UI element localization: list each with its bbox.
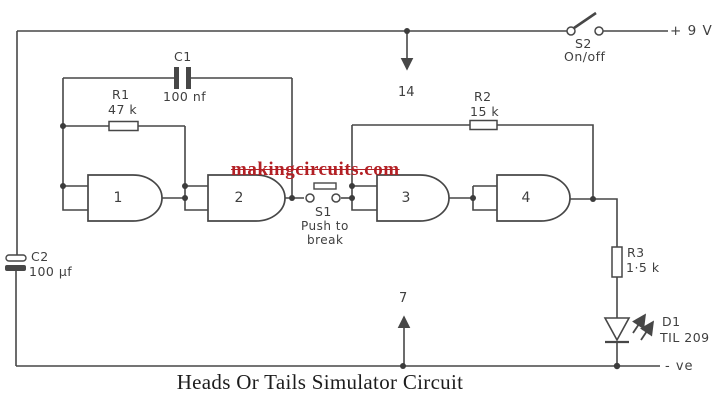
wires	[15, 30, 668, 367]
pin7-label: 7	[399, 291, 408, 306]
c2-plate-negative	[5, 265, 26, 271]
junction-dot	[289, 195, 295, 201]
c1-ref-label: C1	[174, 49, 192, 64]
r1-value-label: 47 k	[108, 102, 138, 117]
s2-ref-label: S2	[575, 36, 592, 51]
r3-ref-label: R3	[627, 245, 645, 260]
c2-plate-positive	[5, 254, 27, 262]
wire-gate4-input-rail	[472, 186, 497, 211]
c1-value-label: 100 nf	[163, 89, 207, 104]
c1-plate-right	[186, 67, 191, 89]
s1-contact-right	[331, 193, 341, 203]
positive-rail-label: + 9 V	[670, 23, 713, 39]
gate2-body	[207, 174, 286, 222]
wire-r2-right	[497, 124, 594, 199]
wire-gate1-input-rail	[62, 78, 88, 211]
r1-ref-label: R1	[112, 87, 130, 102]
led-d1	[603, 313, 654, 344]
gate1-body	[87, 174, 163, 222]
junction-dot	[590, 196, 596, 202]
junction-dot	[349, 183, 355, 189]
r2-ref-label: R2	[474, 89, 492, 104]
gate4-number: 4	[521, 190, 531, 206]
gate3-body	[376, 174, 450, 222]
s1-note-line2: break	[307, 233, 344, 247]
s1-ref-label: S1	[315, 204, 332, 219]
d1-light-ray-2	[640, 320, 654, 341]
junction-dot	[182, 183, 188, 189]
junction-dots	[60, 28, 621, 370]
gate2-number: 2	[234, 190, 244, 206]
switch-s1	[305, 182, 341, 203]
s1-contact-left	[305, 193, 315, 203]
gate4-body	[496, 174, 571, 222]
circuit-title: Heads Or Tails Simulator Circuit	[176, 370, 464, 394]
wire-gate2-input-rail	[184, 126, 208, 211]
junction-dot	[613, 362, 621, 370]
resistor-r3	[611, 246, 623, 278]
negative-rail-label: - ve	[665, 359, 694, 374]
switch-s2	[566, 11, 604, 36]
resistor-r2	[469, 119, 498, 131]
pin14-label: 14	[398, 85, 415, 100]
junction-dot	[470, 195, 476, 201]
s2-contact-right	[594, 26, 604, 36]
junction-dot	[182, 195, 188, 201]
d1-anode-triangle	[603, 317, 631, 342]
junction-dot	[349, 195, 355, 201]
junction-dot	[60, 183, 66, 189]
c2-value-label: 100 μf	[29, 264, 73, 279]
s1-button-bar	[313, 182, 337, 190]
c1-plate-left	[174, 67, 179, 89]
junction-dot	[60, 123, 66, 129]
watermark-text: makingcircuits.com	[231, 159, 400, 180]
gate3-number: 3	[401, 190, 411, 206]
capacitor-c1	[174, 67, 191, 89]
wire-gate3-input-rail	[351, 125, 377, 211]
d1-ref-label: D1	[662, 314, 681, 329]
resistor-r1	[108, 120, 139, 132]
r2-value-label: 15 k	[470, 104, 500, 119]
s1-note-line1: Push to	[301, 219, 349, 233]
d1-value-label: TIL 209	[660, 330, 710, 345]
s2-note-label: On/off	[564, 49, 606, 64]
junction-dot	[404, 28, 410, 34]
junction-dot	[400, 363, 406, 369]
wire-gate4-output	[570, 198, 618, 247]
capacitor-c2	[5, 254, 27, 271]
d1-light-ray-1	[632, 313, 646, 334]
s2-lever	[573, 11, 597, 30]
gate1-number: 1	[113, 190, 123, 206]
c2-ref-label: C2	[31, 249, 49, 264]
s2-contact-left	[566, 26, 576, 36]
r3-value-label: 1·5 k	[626, 260, 660, 275]
logic-gates	[87, 174, 571, 222]
